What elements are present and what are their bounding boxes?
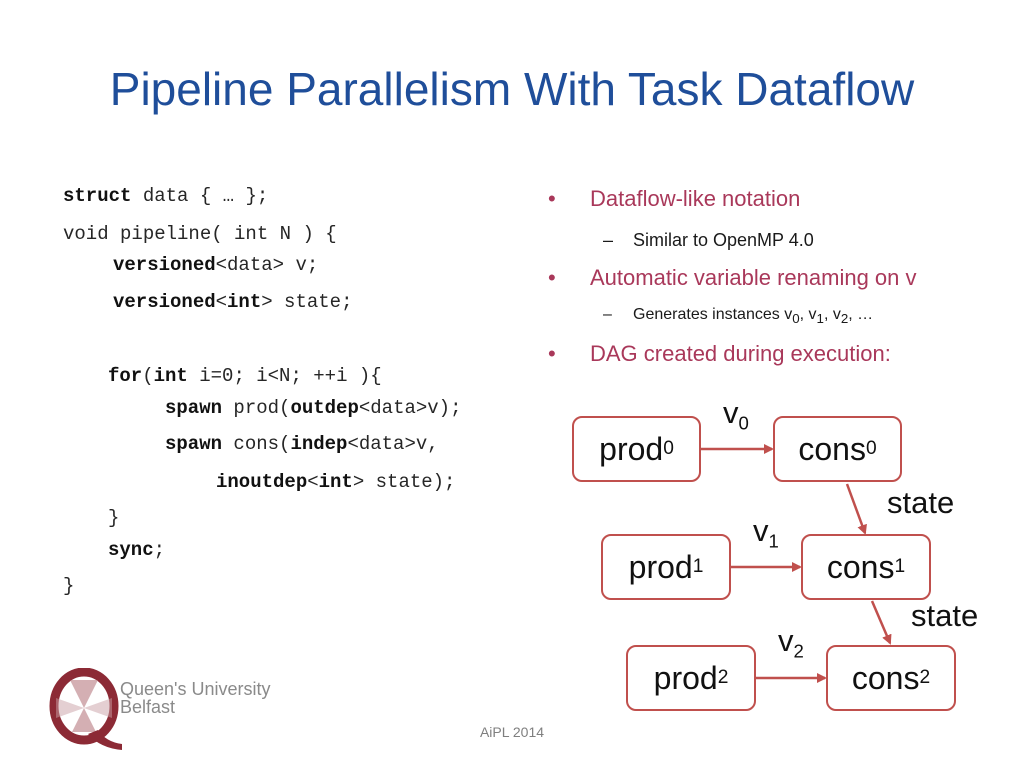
subscript: 1 bbox=[816, 311, 824, 327]
sub-bullet-text-part: , v bbox=[823, 306, 841, 323]
university-logo bbox=[48, 668, 122, 753]
node-label: prod bbox=[653, 659, 718, 696]
code-text: < bbox=[215, 291, 228, 313]
dash-icon: – bbox=[603, 306, 612, 323]
subscript: 1 bbox=[768, 530, 779, 552]
edge-cons1-cons2 bbox=[870, 600, 892, 645]
subscript: 2 bbox=[717, 667, 729, 688]
code-line-6: spawn prod(outdep<data>v); bbox=[165, 395, 461, 421]
code-keyword: int bbox=[227, 291, 262, 313]
code-text: i=0; i<N; ++i ){ bbox=[187, 365, 382, 387]
logo-line-2: Belfast bbox=[120, 697, 176, 717]
code-keyword: inoutdep bbox=[216, 471, 308, 493]
edge-label-v0: v0 bbox=[723, 395, 749, 435]
code-text: < bbox=[307, 471, 319, 493]
subscript: 0 bbox=[792, 311, 800, 327]
code-keyword: struct bbox=[63, 185, 132, 207]
sub-bullet-text: Generates instances v0, v1, v2, … bbox=[633, 306, 873, 326]
bullet-text: Automatic variable renaming on v bbox=[590, 265, 917, 290]
subscript: 2 bbox=[793, 640, 804, 662]
code-keyword: spawn bbox=[165, 433, 223, 455]
code-text: <data>v); bbox=[358, 397, 462, 419]
node-label: cons bbox=[798, 430, 866, 467]
sub-bullet-text-part: , v bbox=[799, 306, 817, 323]
code-text: <data>v, bbox=[347, 433, 439, 455]
subscript: 2 bbox=[840, 311, 849, 327]
edge-label-text: v bbox=[723, 395, 739, 430]
code-text: ; bbox=[153, 539, 166, 561]
node-label: cons bbox=[826, 548, 895, 585]
code-keyword: indep bbox=[290, 433, 348, 455]
code-text: prod( bbox=[222, 397, 291, 419]
code-line-7: spawn cons(indep<data>v, bbox=[165, 431, 439, 457]
subscript: 1 bbox=[894, 556, 906, 577]
code-text: cons( bbox=[222, 433, 291, 455]
subscript: 2 bbox=[919, 667, 931, 688]
slide-title: Pipeline Parallelism With Task Dataflow bbox=[109, 63, 915, 115]
code-line-2: void pipeline( int N ) { bbox=[63, 223, 337, 245]
code-text: > state); bbox=[352, 471, 456, 493]
code-line-9: } bbox=[108, 507, 120, 529]
code-keyword: spawn bbox=[165, 397, 223, 419]
sub-bullet-text-part: Generates instances v bbox=[633, 306, 793, 323]
code-keyword: versioned bbox=[113, 254, 216, 276]
logo-line-1: Queen's University bbox=[120, 679, 271, 699]
code-text: ( bbox=[142, 365, 154, 387]
dag-edges bbox=[701, 444, 892, 683]
sub-bullet-text: Similar to OpenMP 4.0 bbox=[633, 230, 814, 250]
edge-label-v2: v2 bbox=[778, 623, 804, 663]
edge-label-text: v bbox=[753, 513, 769, 548]
dash-icon: – bbox=[603, 230, 614, 250]
node-label: cons bbox=[851, 659, 920, 696]
code-text: data { … }; bbox=[131, 185, 269, 207]
edge-label-v1: v1 bbox=[753, 513, 779, 553]
subscript: 0 bbox=[663, 438, 674, 459]
code-line-5: for(int i=0; i<N; ++i ){ bbox=[108, 363, 382, 389]
node-label: prod bbox=[599, 430, 664, 467]
edge-label-state-2: state bbox=[911, 598, 979, 633]
code-keyword: sync bbox=[108, 539, 154, 561]
code-line-3: versioned<data> v; bbox=[113, 252, 318, 278]
bullet-dot-icon: • bbox=[548, 341, 556, 366]
bullet-text: DAG created during execution: bbox=[590, 341, 891, 366]
code-line-11: } bbox=[63, 575, 75, 597]
code-block: struct data { … }; void pipeline( int N … bbox=[63, 183, 563, 597]
logo-text: Queen's University Belfast bbox=[120, 680, 271, 716]
code-keyword: int bbox=[153, 365, 188, 387]
subscript: 0 bbox=[865, 438, 877, 459]
code-keyword: outdep bbox=[290, 397, 359, 419]
code-line-10: sync; bbox=[108, 537, 165, 563]
bullet-dot-icon: • bbox=[548, 186, 556, 211]
subscript: 1 bbox=[692, 556, 704, 577]
code-text: > state; bbox=[261, 291, 353, 313]
code-keyword: int bbox=[318, 471, 353, 493]
code-keyword: for bbox=[108, 365, 143, 387]
code-line-1: struct data { … }; bbox=[63, 183, 268, 209]
edge-cons0-cons1 bbox=[845, 483, 867, 535]
code-line-8: inoutdep<int> state); bbox=[216, 469, 455, 495]
bullet-text: Dataflow-like notation bbox=[590, 186, 801, 211]
bullet-dot-icon: • bbox=[548, 265, 556, 290]
sub-bullet-text-part: , … bbox=[848, 306, 874, 323]
subscript: 0 bbox=[738, 412, 749, 434]
footer-text: AiPL 2014 bbox=[479, 724, 545, 740]
q-crest-icon bbox=[49, 668, 122, 750]
code-text: <data> v; bbox=[215, 254, 319, 276]
code-keyword: versioned bbox=[113, 291, 216, 313]
code-line-4: versioned<int> state; bbox=[113, 289, 352, 315]
edge-label-state-1: state bbox=[887, 485, 955, 520]
node-label: prod bbox=[628, 548, 693, 585]
edge-label-text: v bbox=[778, 623, 794, 658]
